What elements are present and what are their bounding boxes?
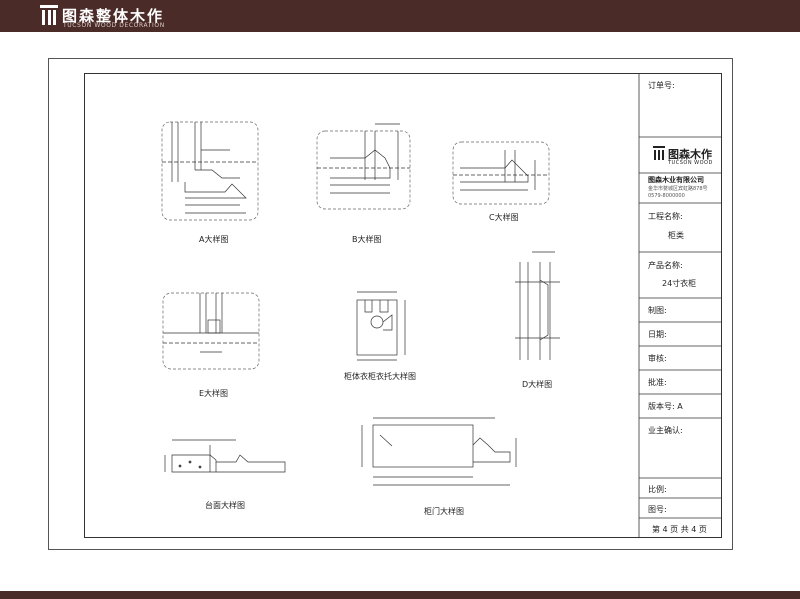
- version-label: 版本号: A: [648, 402, 683, 411]
- order-number-label: 订单号:: [648, 81, 675, 90]
- company-logo-subtext: TUCSON WOOD: [668, 160, 713, 166]
- drawing-number-label: 图号:: [648, 505, 667, 514]
- caption-detail-a: A大样图: [199, 235, 229, 244]
- company-logo-text: 图森木作: [668, 148, 712, 161]
- checked-by-label: 审核:: [648, 354, 667, 363]
- detail-f-drawing: [356, 291, 406, 361]
- detail-e-drawing: [162, 292, 260, 370]
- caption-detail-c: C大样图: [489, 213, 519, 222]
- caption-detail-f: 柜体衣柜衣托大样图: [344, 372, 416, 381]
- owner-confirm-label: 业主确认:: [648, 426, 683, 435]
- footer-bar: [0, 591, 800, 599]
- date-label: 日期:: [648, 330, 667, 339]
- project-name-value: 柜类: [668, 231, 684, 240]
- company-address: 金华市婺城区宾虹路878号: [648, 186, 708, 192]
- approved-by-label: 批准:: [648, 378, 667, 387]
- brand-tagline: TUCSON WOOD DECORATION: [63, 22, 165, 29]
- company-name: 图森木业有限公司: [648, 176, 704, 184]
- brand-header-bar: [0, 0, 800, 32]
- title-block: [638, 73, 722, 538]
- drawn-by-label: 制图:: [648, 306, 667, 315]
- product-name-label: 产品名称:: [648, 261, 683, 270]
- scale-label: 比例:: [648, 485, 667, 494]
- drawing-sheet: [48, 58, 733, 550]
- caption-detail-e: E大样图: [199, 389, 229, 398]
- company-phone: 0579-8000000: [648, 193, 685, 199]
- detail-a-drawing: [161, 121, 259, 221]
- brand-name: 图森整体木作: [62, 7, 165, 25]
- detail-h-drawing: [361, 417, 517, 486]
- detail-c-drawing: [452, 141, 550, 205]
- brand-logo-icon: [40, 5, 58, 25]
- product-name-value: 24寸衣柜: [662, 279, 697, 288]
- project-name-label: 工程名称:: [648, 212, 683, 221]
- caption-detail-h: 柜门大样图: [424, 507, 464, 516]
- detail-b-drawing: [316, 123, 411, 210]
- page-indicator: 第 4 页 共 4 页: [652, 525, 707, 534]
- caption-detail-g: 台面大样图: [205, 501, 245, 510]
- drawing-frame: [84, 73, 722, 538]
- detail-d-drawing: [515, 251, 560, 360]
- detail-g-drawing: [164, 439, 286, 473]
- caption-detail-d: D大样图: [522, 380, 553, 389]
- caption-detail-b: B大样图: [352, 235, 382, 244]
- company-logo-icon: [653, 146, 665, 160]
